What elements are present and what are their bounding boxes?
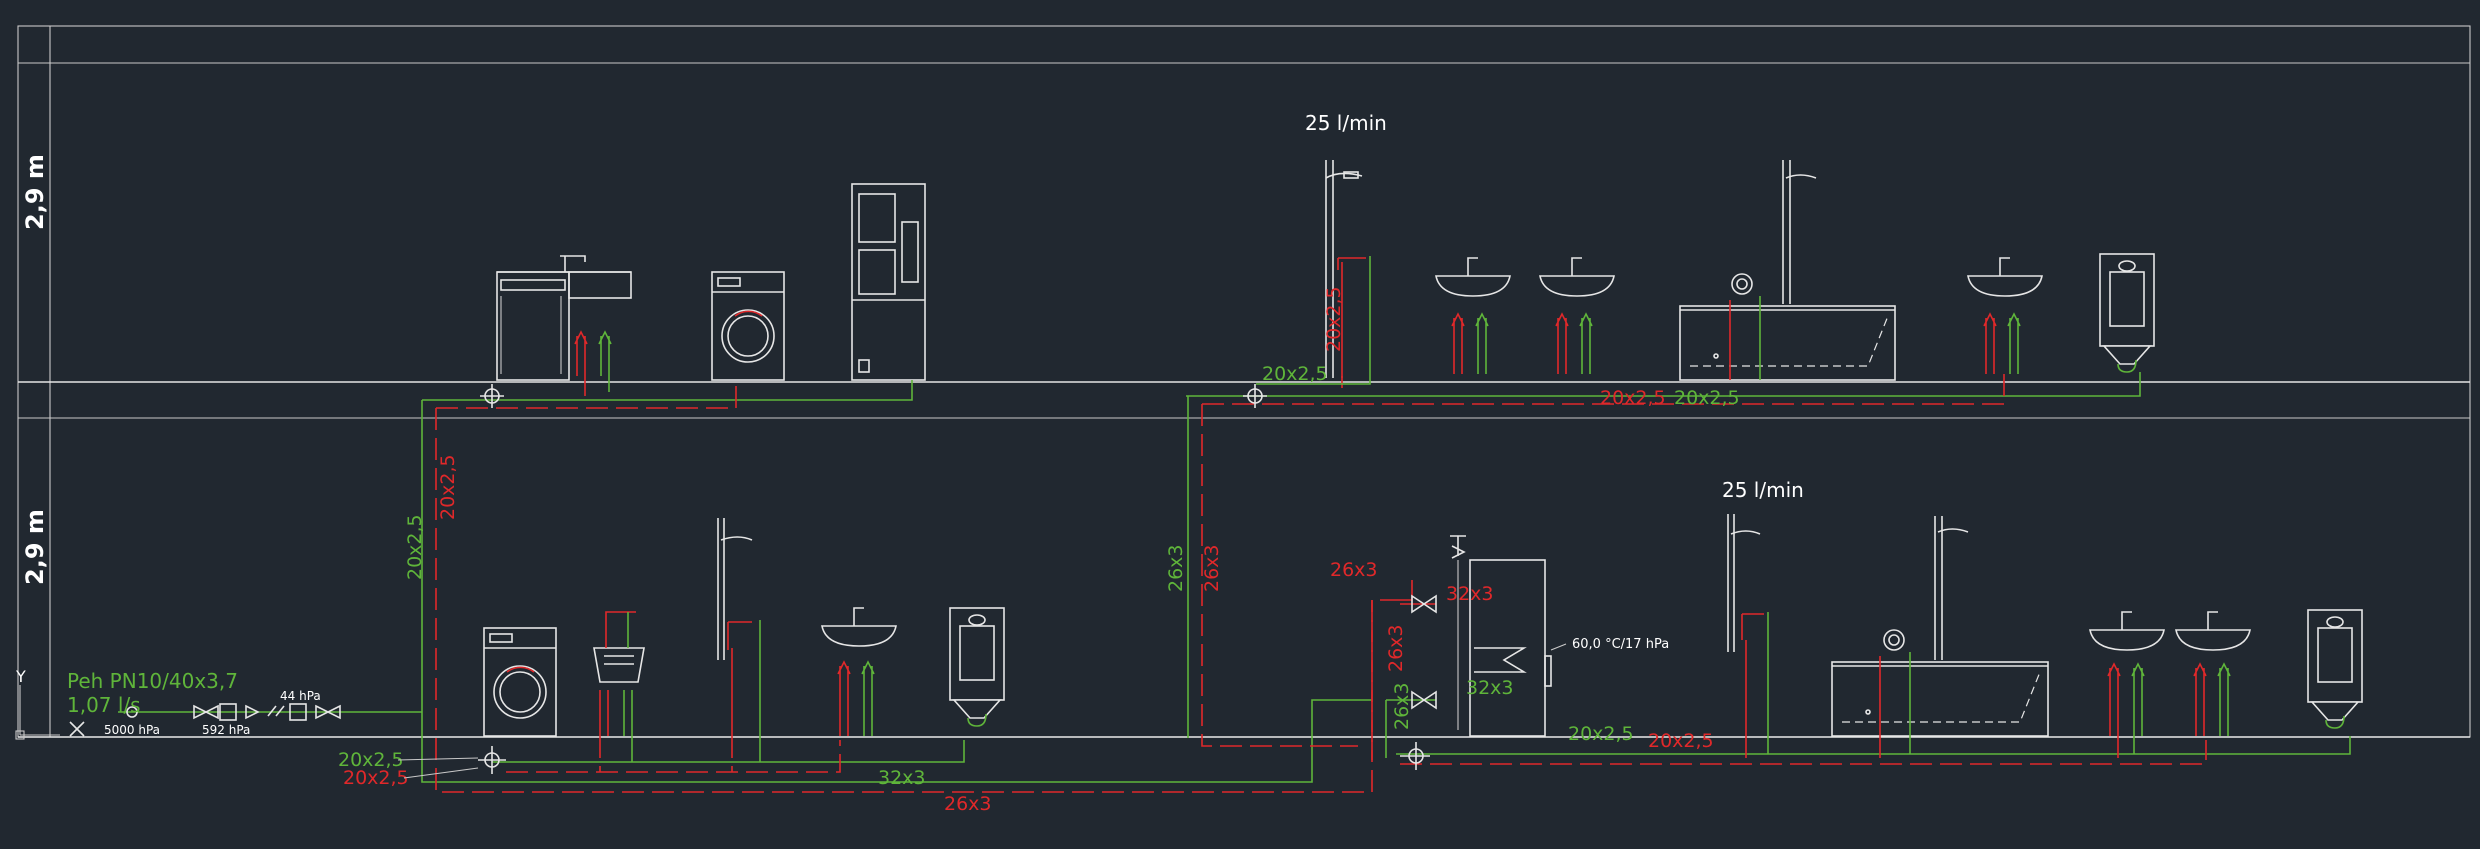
- upper-bathtub: [1679, 160, 1896, 381]
- label-upper-right-green-branch2: 20x2,5: [1674, 387, 1740, 409]
- upper-left-valve: [480, 384, 504, 408]
- center-risers: [1187, 396, 1358, 747]
- label-shower-red-vertical: 20x2,5: [1323, 286, 1345, 352]
- upper-kitchen-risers: [574, 330, 612, 376]
- supply-pressure-filter: 44 hPa: [280, 689, 321, 703]
- upper-level-height: 2,9 m: [21, 154, 49, 230]
- lower-level-height: 2,9 m: [21, 509, 49, 585]
- upper-washbasin-3: [1967, 257, 2043, 374]
- label-heater-green-inlet: 32x3: [1466, 677, 1514, 699]
- lower-bathtub: [1831, 516, 2049, 737]
- ucs-y-label: Y: [15, 667, 26, 686]
- supply-pressure-meter: 592 hPa: [202, 723, 250, 737]
- supply-pressure-in: 5000 hPa: [104, 723, 160, 737]
- supply-inlet: [69, 703, 422, 737]
- upper-shower-flow: 25 l/min: [1305, 111, 1387, 135]
- lower-bidet: [593, 611, 645, 736]
- label-upper-right-green-branch: 20x2,5: [1262, 363, 1328, 385]
- label-upper-left-green-riser: 20x2,5: [404, 514, 426, 580]
- lower-left-valve: [478, 746, 506, 774]
- tall-appliance-cabinet: [851, 183, 926, 381]
- lower-washbasin-3: [2175, 611, 2251, 736]
- heater-valve-lower: [1411, 690, 1437, 710]
- label-lower-left-green: 20x2,5: [338, 749, 404, 771]
- label-upper-left-red-riser: 20x2,5: [437, 454, 459, 520]
- water-heater: [1450, 535, 1567, 737]
- label-heater-red-vertical: 26x3: [1385, 624, 1407, 672]
- upper-right-pipes: [1186, 372, 2141, 405]
- label-lower-main-red: 26x3: [944, 793, 992, 815]
- heater-pipes: [1371, 580, 2351, 765]
- lower-left-branches: [492, 736, 965, 773]
- heater-valve-upper: [1411, 594, 1437, 614]
- label-lower-right-red: 20x2,5: [1648, 730, 1714, 752]
- left-risers: [421, 400, 1373, 793]
- label-upper-right-red-branch: 20x2,5: [1600, 387, 1666, 409]
- label-lower-right-green: 20x2,5: [1568, 723, 1634, 745]
- heater-label: 60,0 °C/17 hPa: [1572, 637, 1669, 652]
- lower-shower-1: [717, 518, 761, 736]
- label-heater-red-inlet: 26x3: [1330, 559, 1378, 581]
- upper-right-valve: [1243, 384, 1267, 408]
- upper-toilet: [2099, 253, 2155, 373]
- supply-flow: 1,07 l/s: [67, 693, 141, 717]
- upper-washbasin-1: [1435, 257, 1511, 374]
- lower-washbasin-2: [2089, 611, 2165, 736]
- lower-toilet-2: [2307, 609, 2363, 729]
- label-heater-green-vertical: 26x3: [1391, 682, 1413, 730]
- supply-pipe-spec: Peh PN10/40x3,7: [67, 669, 238, 693]
- label-heater-red-outlet: 32x3: [1446, 583, 1494, 605]
- upper-left-pipes: [422, 376, 913, 409]
- lower-washbasin-1: [821, 607, 897, 736]
- lower-toilet-1: [949, 607, 1005, 727]
- upper-shower: [1325, 160, 1371, 378]
- kitchen-sink-cabinet: [496, 255, 632, 381]
- label-main-red-riser: 26x3: [1201, 544, 1223, 592]
- lower-shower-2: [1727, 514, 1769, 736]
- lower-washing-machine: [483, 627, 557, 737]
- upper-washbasin-2: [1539, 257, 1615, 374]
- building-frame: [17, 25, 2471, 738]
- label-lower-main-green: 32x3: [878, 767, 926, 789]
- upper-washing-machine: [711, 271, 785, 381]
- lower-heater-valve: [1400, 742, 1430, 770]
- label-lower-left-red: 20x2,5: [343, 767, 409, 789]
- ucs-icon: Y: [15, 667, 60, 740]
- lower-shower-flow: 25 l/min: [1722, 478, 1804, 502]
- label-main-green-riser: 26x3: [1165, 544, 1187, 592]
